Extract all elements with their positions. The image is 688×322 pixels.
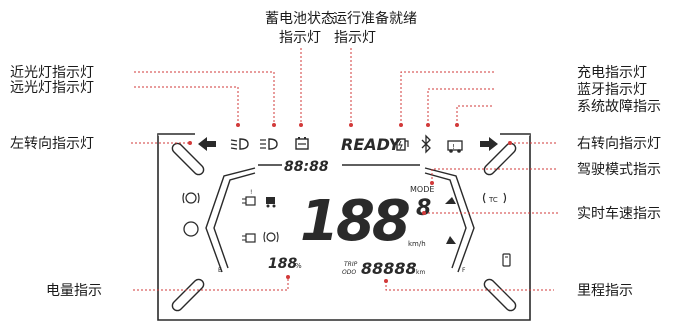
speed-display: 188: [300, 189, 409, 254]
parking-brake-icon: [182, 192, 200, 204]
motor-icon: [266, 197, 276, 208]
label-speed: 实时车速指示: [577, 205, 661, 222]
label-power-level: 电量指示: [46, 283, 102, 299]
right-arrow-icon: [480, 137, 498, 151]
inner-left-icons: !: [242, 189, 279, 243]
svg-text:!: !: [250, 189, 252, 196]
svg-text:!: !: [452, 143, 455, 151]
label-fault: 系统故障指示: [577, 99, 661, 115]
battery-icon: [295, 137, 309, 150]
top-indicator-row: READY !: [198, 134, 498, 154]
empty-label: E: [218, 267, 222, 274]
label-ready-line1: 运行准备就绪: [333, 10, 417, 27]
leader-lines: [131, 48, 558, 291]
bluetooth-icon: [421, 134, 431, 154]
svg-text:TC: TC: [488, 196, 498, 204]
battery-unit: %: [295, 262, 302, 270]
label-right-turn: 右转向指示灯: [577, 136, 661, 152]
label-bluetooth: 蓝牙指示灯: [577, 82, 647, 98]
charging-icon: [396, 138, 409, 151]
lamp-icon-2: [242, 233, 256, 243]
phone-icon: [502, 253, 511, 267]
odo-label: ODO: [342, 269, 356, 276]
label-ready-line2: 指示灯: [334, 30, 376, 46]
trip-label: TRIP: [344, 261, 358, 268]
clock-display: 88:88: [284, 159, 329, 175]
mode-arrow-icon: [445, 197, 456, 204]
ready-indicator: READY: [341, 135, 402, 154]
left-arrow-icon: [198, 137, 216, 151]
label-mileage: 里程指示: [577, 283, 633, 299]
callout-labels: 蓄电池状态 指示灯 运行准备就绪 指示灯 近光灯指示灯 远光灯指示灯 左转向指示…: [10, 10, 661, 299]
speed-unit: km/h: [408, 240, 426, 248]
odometer-unit: km: [416, 269, 425, 276]
traction-control-icon: TC: [482, 192, 507, 204]
side-icons: TC E F: [182, 192, 511, 274]
label-high-beam: 远光灯指示灯: [10, 80, 94, 96]
label-low-beam: 近光灯指示灯: [10, 65, 94, 81]
rider-icon: [446, 236, 456, 244]
odometer-display: 88888: [361, 259, 417, 278]
dashboard-panel: [157, 132, 531, 321]
fault-icon: !: [447, 140, 463, 153]
inner-right-icons: [445, 197, 456, 244]
low-beam-icon: [230, 138, 249, 150]
corner-decor: [171, 142, 517, 312]
label-drive-mode: 驾驶模式指示: [577, 162, 661, 178]
label-battery-status-line1: 蓄电池状态: [265, 11, 335, 27]
mode-label: MODE: [410, 185, 434, 194]
high-beam-icon: [260, 138, 278, 150]
label-battery-status-line2: 指示灯: [279, 30, 321, 46]
lamp-icon-1: !: [242, 189, 256, 206]
full-label: F: [462, 267, 466, 274]
battery-level-display: 188: [268, 256, 297, 272]
round-indicator: [183, 221, 199, 237]
abs-icon: [263, 231, 279, 243]
label-left-turn: 左转向指示灯: [10, 136, 94, 152]
mode-digit: 8: [416, 196, 431, 221]
label-charging: 充电指示灯: [577, 65, 647, 81]
